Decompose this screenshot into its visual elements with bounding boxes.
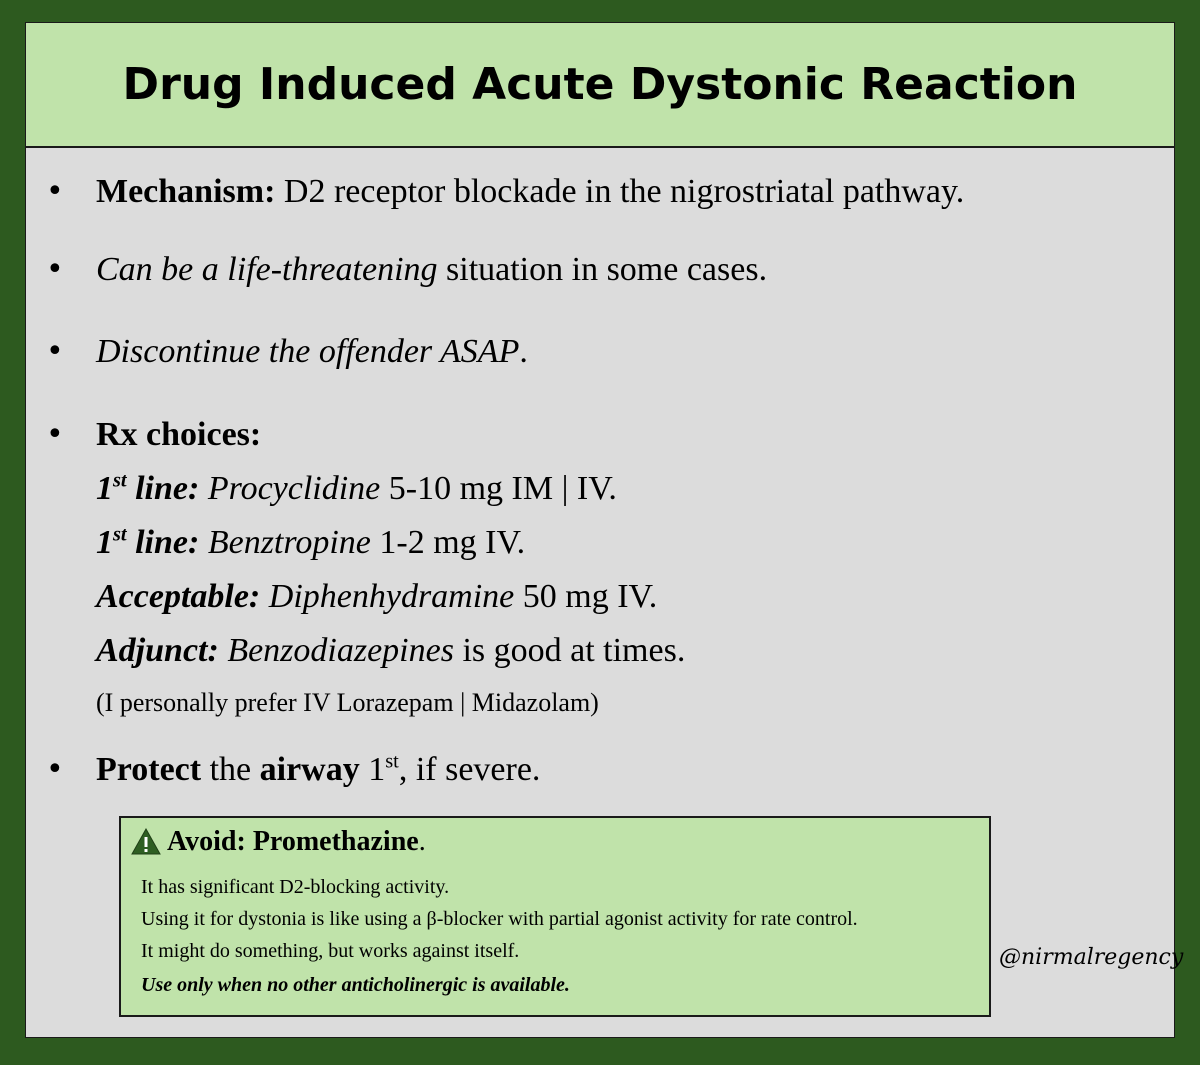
rx-line-procyclidine: 1st line: Procyclidine 5-10 mg IM | IV. (96, 469, 617, 507)
bullet-dot: • (46, 252, 64, 287)
author-handle: @nirmalregency (999, 945, 1184, 970)
rx-line-diphenhydramine: Acceptable: Diphenhydramine 50 mg IV. (96, 578, 658, 615)
discontinue-text: . (519, 333, 528, 370)
info-card: Drug Induced Acute Dystonic Reaction • M… (25, 22, 1183, 1038)
bullet-dot: • (46, 174, 64, 209)
bullet-dot: • (46, 752, 64, 787)
avoid-period: . (418, 826, 426, 857)
bullet-text: Mechanism: D2 receptor blockade in the n… (96, 165, 964, 219)
discontinue-italic: Discontinue the offender ASAP (96, 333, 520, 370)
warning-icon (131, 828, 161, 855)
life-italic: Can be a life-threatening (96, 251, 438, 288)
title-bar: Drug Induced Acute Dystonic Reaction (26, 23, 1174, 148)
bullet-dot: • (46, 417, 64, 452)
life-text: situation in some cases. (437, 251, 768, 288)
mechanism-text: D2 receptor blockade in the nigrostriata… (275, 173, 965, 210)
avoid-line: Using it for dystonia is like using a β-… (141, 908, 858, 930)
page-title: Drug Induced Acute Dystonic Reaction (122, 59, 1078, 110)
bullet-dot: • (46, 334, 64, 369)
avoid-line: It has significant D2-blocking activity. (141, 876, 450, 898)
bullet-text: Discontinue the offender ASAP. (96, 325, 528, 379)
avoid-final-line: Use only when no other anticholinergic i… (141, 974, 570, 996)
avoid-callout: Avoid: Promethazine. It has significant … (119, 816, 991, 1017)
bullet-text: Protect the airway 1st, if severe. (96, 750, 541, 788)
avoid-heading: Avoid: Promethazine. (131, 826, 426, 858)
bullet-text: Can be a life-threatening situation in s… (96, 243, 767, 297)
mechanism-label: Mechanism: (96, 173, 276, 210)
rx-heading: Rx choices: (96, 416, 262, 453)
avoid-line: It might do something, but works against… (141, 940, 520, 962)
rx-block: Rx choices: 1st line: Procyclidine 5-10 … (96, 408, 685, 728)
avoid-label: Avoid: Promethazine (167, 826, 419, 857)
rx-note: (I personally prefer IV Lorazepam | Mida… (96, 688, 599, 717)
rx-line-benztropine: 1st line: Benztropine 1-2 mg IV. (96, 523, 526, 561)
rx-line-benzodiazepines: Adjunct: Benzodiazepines is good at time… (96, 632, 686, 669)
